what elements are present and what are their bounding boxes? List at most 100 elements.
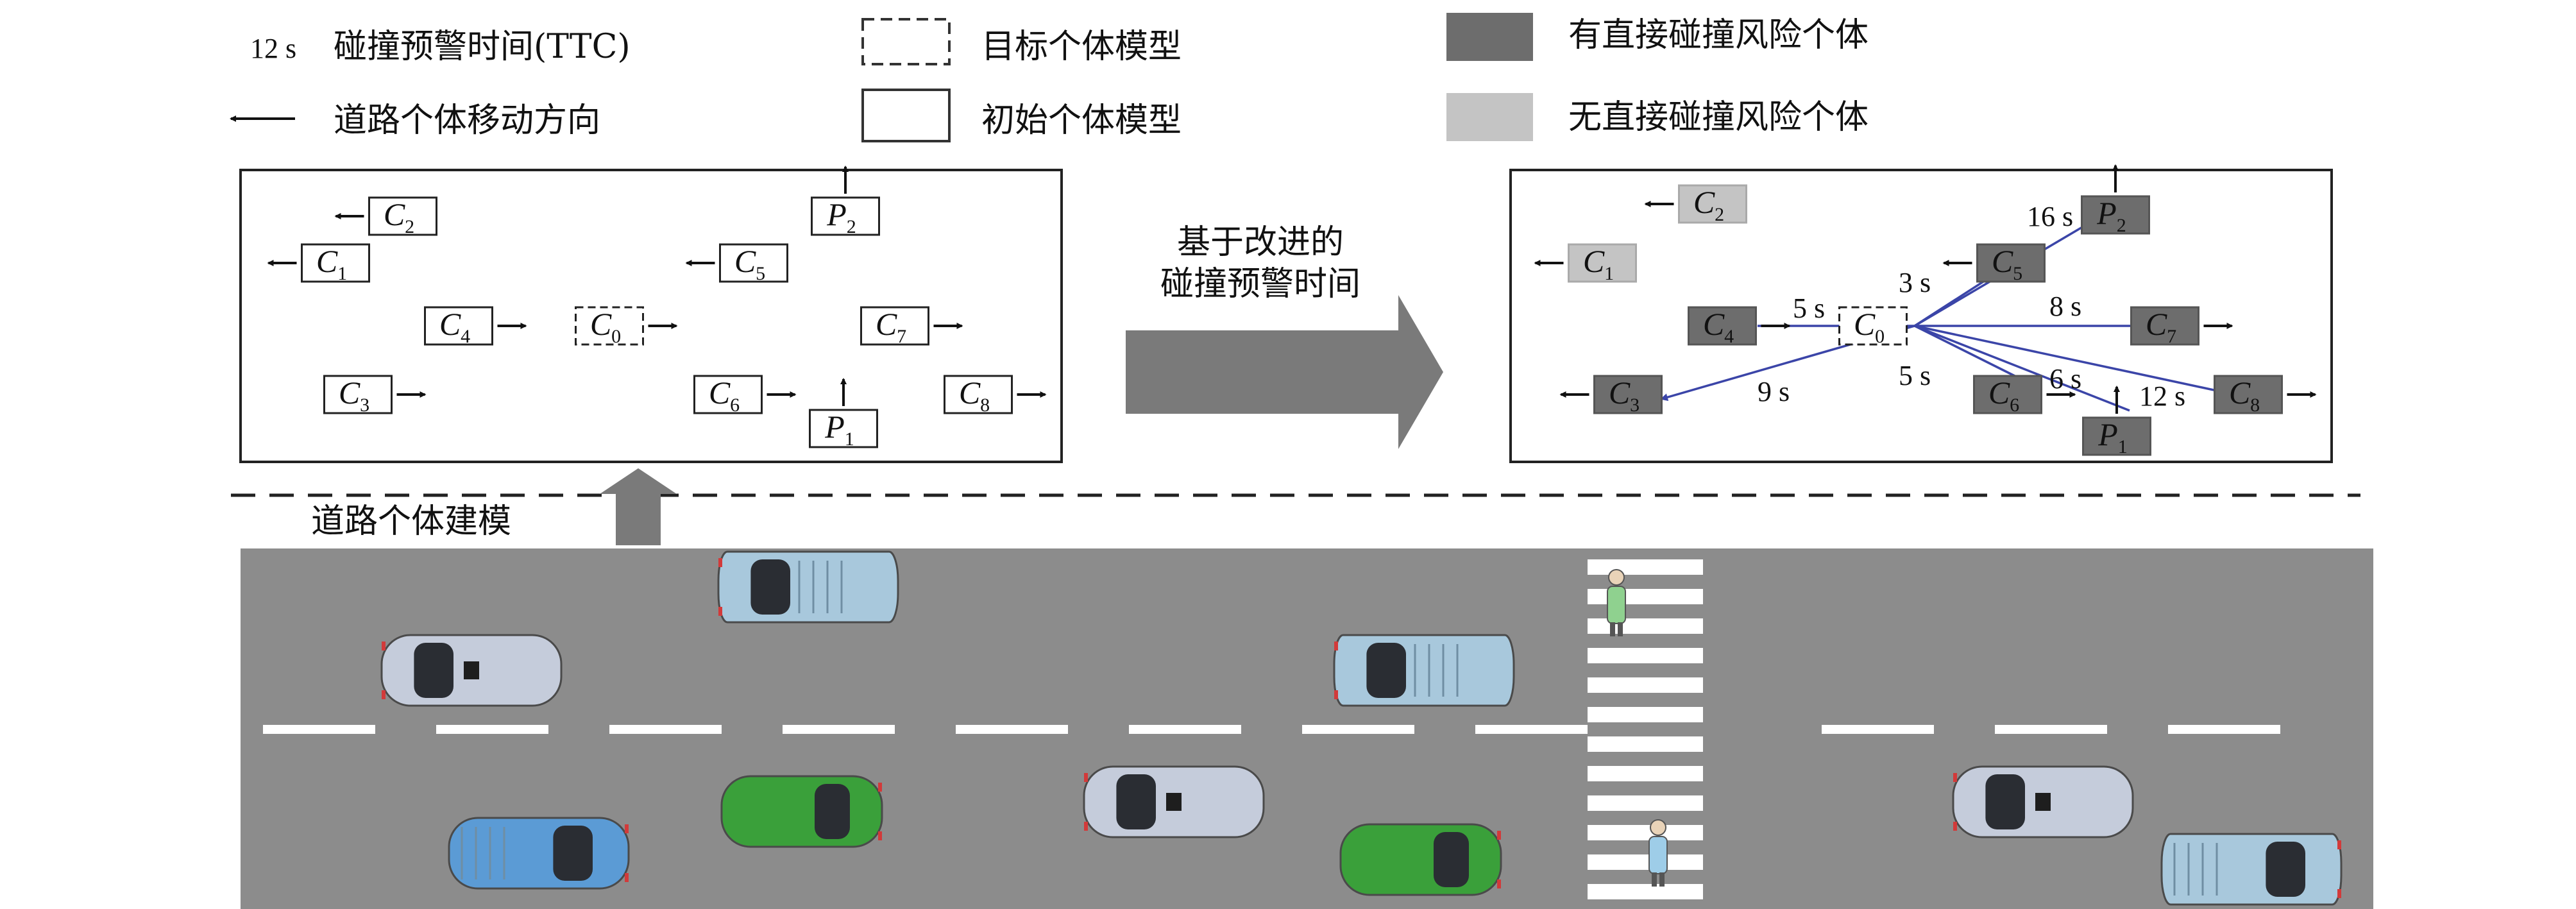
initial-node-box-c4	[424, 306, 493, 346]
ttc-node-c2: C2	[1644, 184, 1747, 225]
ttc-node-box-c6	[1973, 375, 2042, 414]
legend-target-model-label: 目标个体模型	[981, 28, 1182, 66]
vehicle-light	[1084, 822, 1088, 831]
vehicle-sedan	[1952, 765, 2134, 838]
lane-markings	[263, 725, 2280, 734]
road-scene	[241, 548, 2373, 909]
initial-node-box-c0	[575, 306, 644, 346]
ttc-node-c5: C5	[1942, 243, 2046, 284]
crosswalk-stripe	[1588, 766, 1703, 781]
vehicle-light	[625, 873, 629, 882]
initial-node-c8: C8	[944, 375, 1047, 416]
crosswalk	[1588, 559, 1703, 899]
initial-node-c2: C2	[334, 196, 437, 237]
vehicle-light	[382, 641, 386, 650]
legend-no-direct-risk-label: 无直接碰撞风险个体	[1568, 98, 1868, 137]
ttc-node-c7: C7	[2130, 306, 2233, 347]
vehicle-sunroof	[464, 661, 479, 679]
legend-initial-model-box	[861, 89, 951, 142]
vehicle-light	[718, 558, 722, 567]
ttc-node-box-c4	[1688, 306, 1757, 346]
crosswalk-stripe	[1588, 825, 1703, 840]
initial-node-c5: C5	[685, 243, 788, 284]
crosswalk-stripe	[1588, 884, 1703, 899]
vehicle-sedan	[1083, 765, 1265, 838]
crosswalk-stripe	[1588, 795, 1703, 811]
legend-ttc-example: 12 s	[250, 33, 296, 64]
pedestrian-head	[1650, 819, 1666, 836]
ttc-line-c6	[1914, 325, 2031, 385]
vehicle-windshield	[1434, 832, 1469, 887]
vehicle-hatch	[720, 775, 883, 848]
vehicle-windshield	[750, 559, 790, 615]
vehicle-sunroof	[2035, 793, 2051, 811]
pedestrian-head	[1608, 569, 1625, 586]
vehicle-windshield	[815, 784, 850, 839]
crosswalk-stripe	[1588, 589, 1703, 604]
pedestrian-body	[1648, 836, 1668, 874]
vehicle-windshield	[1366, 643, 1406, 698]
ttc-label-c5: 3 s	[1899, 267, 1931, 298]
vehicle-windshield	[1985, 774, 2025, 829]
initial-node-c1: C1	[267, 243, 370, 284]
crosswalk-stripe	[1588, 854, 1703, 870]
initial-node-box-c5	[719, 243, 788, 283]
lane-dash	[263, 725, 375, 734]
vehicle-sunroof	[1166, 793, 1182, 811]
vehicle-light	[718, 607, 722, 616]
vehicle-light	[625, 824, 629, 833]
vehicle-light	[1953, 822, 1957, 831]
initial-node-box-c2	[368, 196, 437, 236]
ttc-node-box-p1	[2082, 416, 2151, 456]
vehicle-light	[1497, 831, 1501, 840]
vehicle-light	[878, 783, 882, 792]
ttc-node-c8: C8	[2214, 375, 2317, 416]
legend-direct-risk-label: 有直接碰撞风险个体	[1568, 16, 1868, 55]
lane-dash	[1129, 725, 1241, 734]
lane-dash	[783, 725, 895, 734]
ttc-label-c8: 12 s	[2139, 380, 2185, 412]
initial-node-c0: C0	[575, 306, 678, 347]
ttc-line-c8	[1914, 325, 2226, 394]
vehicles	[380, 550, 2343, 906]
transition-line1: 基于改进的	[1177, 223, 1344, 262]
vehicle-light	[2337, 840, 2341, 849]
ttc-label-c3: 9 s	[1758, 376, 1790, 407]
legend-target-model-box	[861, 18, 951, 65]
ttc-label-c4: 5 s	[1793, 293, 1825, 324]
ttc-node-c6: C6	[1973, 375, 2076, 416]
ttc-node-c3: C3	[1559, 375, 1663, 416]
vehicle-body	[717, 550, 899, 624]
pedestrian-leg	[1659, 872, 1665, 887]
lane-dash	[436, 725, 548, 734]
modeling-label: 道路个体建模	[311, 502, 511, 541]
ttc-node-c4: C4	[1688, 306, 1791, 347]
vehicle-body	[720, 775, 883, 848]
vehicle-hatch	[1339, 823, 1502, 896]
ttc-node-label-c5: C5	[1992, 243, 2022, 284]
pedestrian-leg	[1652, 872, 1657, 887]
ttc-model-panel	[1509, 169, 2333, 463]
vehicle-light	[2337, 889, 2341, 898]
legend-no-direct-risk-swatch	[1446, 93, 1533, 141]
ttc-node-box-c0	[1838, 306, 1908, 346]
legend-initial-model-label: 初始个体模型	[981, 101, 1182, 140]
vehicle-light	[382, 690, 386, 699]
ttc-label-c7: 8 s	[2049, 291, 2081, 322]
vehicle-light	[1497, 879, 1501, 888]
initial-node-box-c6	[693, 375, 763, 414]
ttc-label-c6: 5 s	[1899, 360, 1931, 391]
pedestrian-leg	[1618, 622, 1623, 636]
vehicle-body	[1339, 823, 1502, 896]
ttc-node-c0: C0	[1838, 306, 1908, 347]
initial-node-box-p2	[811, 196, 880, 236]
crosswalk-stripe	[1588, 648, 1703, 663]
crosswalk-stripe	[1588, 677, 1703, 693]
vehicle-windshield	[1116, 774, 1156, 829]
vehicle-windshield	[414, 643, 453, 698]
initial-node-p2: P2	[811, 166, 880, 237]
vehicle-light	[878, 831, 882, 840]
